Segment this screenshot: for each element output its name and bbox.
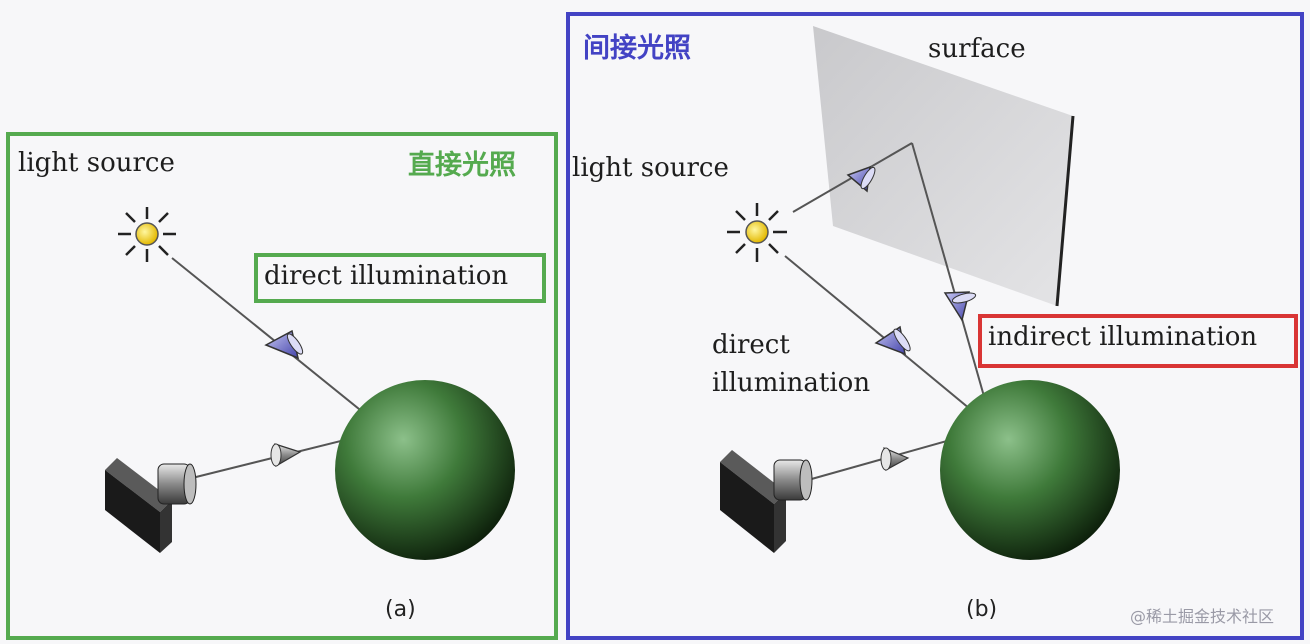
ray-arrow-icon — [874, 325, 911, 356]
ray-arrow-icon — [846, 165, 876, 193]
panel-direct-illumination — [6, 132, 558, 640]
light-source-label: light source — [572, 153, 729, 183]
panel-a-title: 直接光照 — [408, 150, 516, 181]
indirect-illumination-label: indirect illumination — [978, 314, 1298, 368]
ray-arrow-icon — [943, 291, 977, 322]
panel-b-caption: (b) — [966, 597, 998, 622]
ray-arrow-icon — [264, 329, 304, 360]
panel-indirect-illumination — [566, 12, 1304, 640]
ray-arrow-icon — [270, 443, 302, 468]
panel-a-caption: (a) — [385, 597, 416, 622]
direct-illumination-label: direct illumination — [254, 253, 546, 303]
panel-b-title: 间接光照 — [583, 33, 691, 64]
camera-icon — [720, 450, 813, 553]
ray-arrow-icon — [880, 447, 910, 471]
direct-label-line1: direct — [712, 330, 790, 360]
sphere-object — [335, 380, 515, 560]
watermark: @稀土掘金技术社区 — [1130, 607, 1275, 626]
surface-plane — [813, 26, 1073, 306]
sun-icon — [118, 207, 176, 262]
sun-icon — [727, 203, 787, 262]
surface-label: surface — [928, 34, 1026, 64]
camera-icon — [105, 458, 197, 553]
direct-label-line2: illumination — [712, 368, 871, 398]
sphere-object — [940, 380, 1120, 560]
light-source-label: light source — [18, 148, 175, 178]
surface-edge — [1055, 115, 1075, 307]
